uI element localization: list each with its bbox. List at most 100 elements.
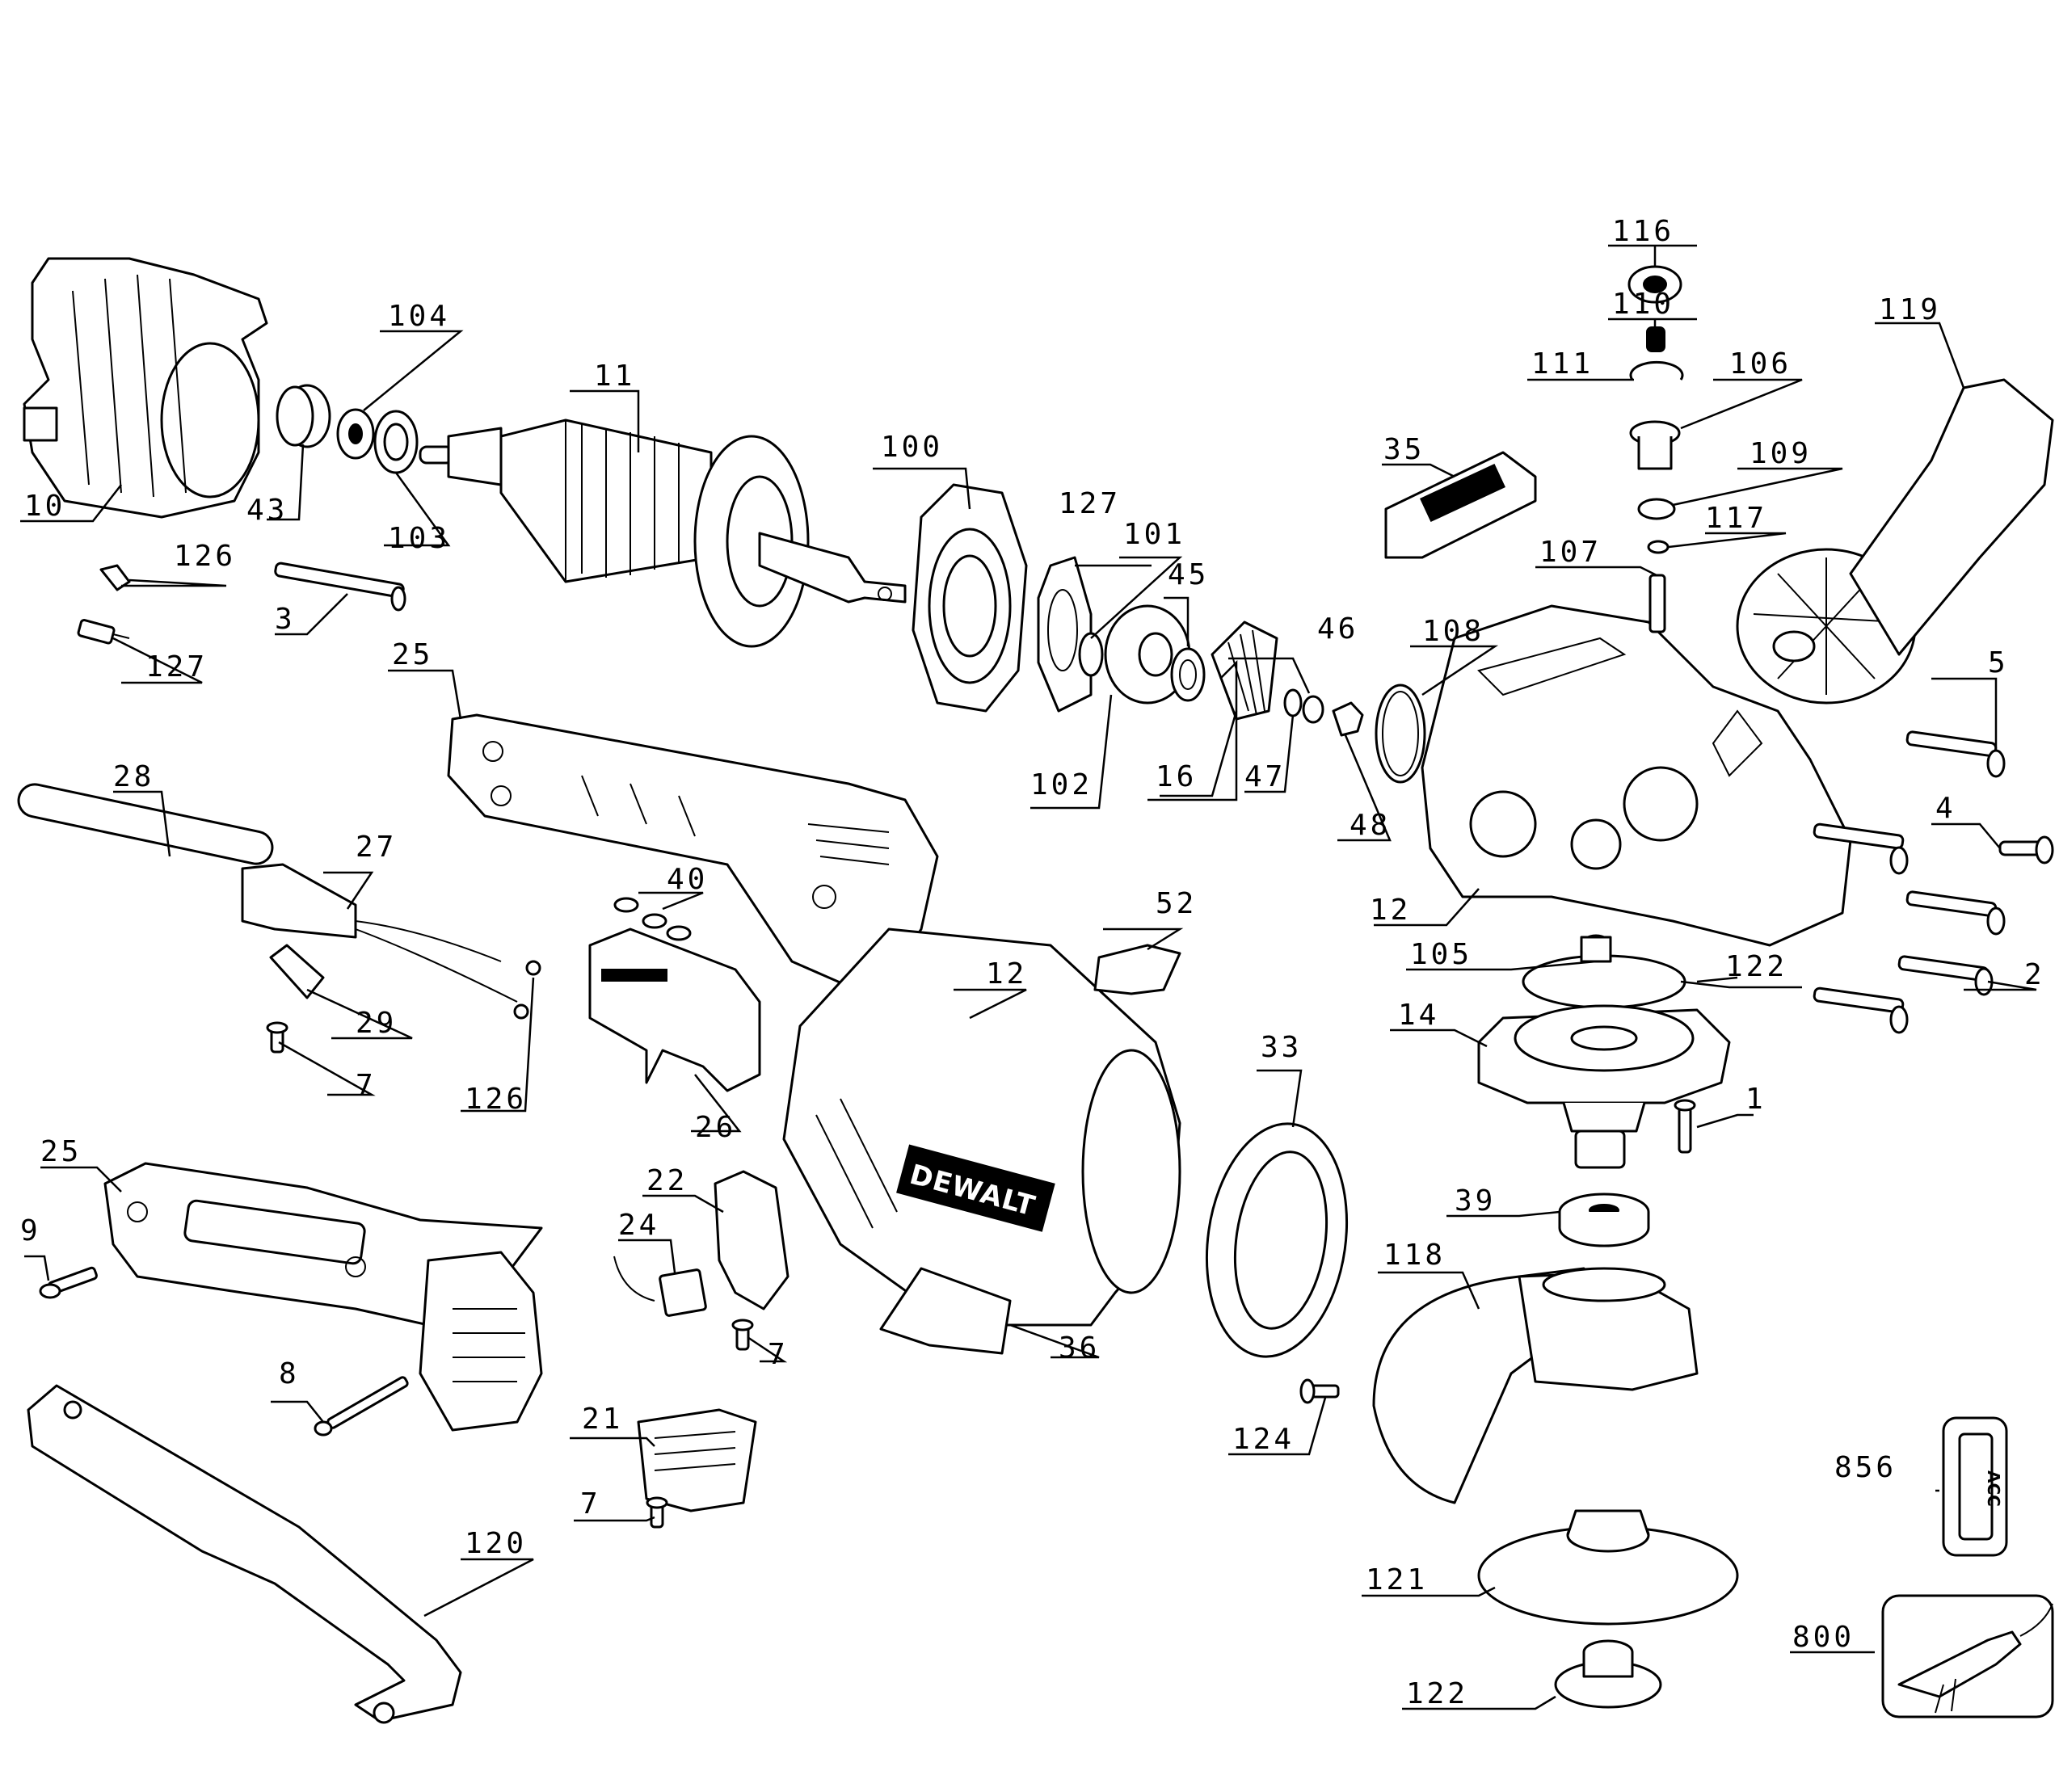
callout-106: 106 xyxy=(1729,347,1792,381)
callout-121: 122 xyxy=(1725,950,1787,983)
part-100-baffle xyxy=(912,483,1028,713)
part-124-connector xyxy=(77,619,130,645)
callout-29: 29 xyxy=(356,1007,397,1040)
callout-33: 33 xyxy=(1261,1031,1302,1064)
callout-105: 105 xyxy=(1410,938,1472,971)
part-screw-right-a xyxy=(1813,822,1909,875)
callout-108: 108 xyxy=(1422,615,1484,648)
part-116-guard xyxy=(1372,1267,1699,1504)
part-118-wrench xyxy=(27,1384,462,1724)
callout-116: 118 xyxy=(1383,1239,1446,1272)
callout-28: 28 xyxy=(113,760,154,793)
part-7-screw-c xyxy=(646,1496,668,1529)
callout-127: 127 xyxy=(1059,487,1121,520)
callout-113: 117 xyxy=(1705,502,1767,535)
part-48-nut xyxy=(1332,701,1364,737)
callout-26: 26 xyxy=(695,1111,736,1144)
part-43-baffle xyxy=(276,384,331,448)
callout-12: 12 xyxy=(986,957,1027,991)
callout-856: 856 xyxy=(1834,1451,1897,1484)
callout-45: 45 xyxy=(1168,558,1209,591)
part-26-switch xyxy=(588,928,761,1092)
part-113-o-ring xyxy=(1647,540,1670,554)
callout-40: 40 xyxy=(667,863,708,896)
part-21-brush-cover xyxy=(637,1408,757,1512)
callout-46: 46 xyxy=(1317,612,1358,646)
part-25-handle-upper xyxy=(447,713,939,991)
part-108-o-ring xyxy=(1375,684,1426,784)
callout-3: 3 xyxy=(275,603,296,636)
part-40-screws xyxy=(613,897,692,941)
callout-36: 36 xyxy=(1059,1331,1100,1365)
part-103-bearing xyxy=(373,410,419,474)
part-8-screw xyxy=(314,1376,409,1437)
callout-9: 9 xyxy=(20,1214,41,1247)
callout-7-c: 7 xyxy=(580,1487,601,1521)
part-123-clamp xyxy=(99,564,131,591)
callout-107: 107 xyxy=(1539,536,1602,569)
callout-120: 122 xyxy=(1406,1677,1468,1710)
part-52-label xyxy=(1093,944,1181,995)
acc-label: ACC xyxy=(1984,1470,2003,1507)
callout-118: 120 xyxy=(465,1527,527,1560)
callout-16: 16 xyxy=(1156,760,1197,793)
callout-43: 43 xyxy=(246,494,288,527)
part-35-nameplate: DEWALT xyxy=(1384,451,1537,559)
part-39-bearing xyxy=(1558,1193,1650,1247)
callout-25-upper: 25 xyxy=(392,638,433,671)
callout-103: 103 xyxy=(388,522,450,555)
part-117-side-handle xyxy=(1736,378,2054,705)
callout-100: 100 xyxy=(881,431,943,464)
part-111-ring xyxy=(1629,360,1684,381)
part-7-screw-a xyxy=(266,1021,288,1054)
callout-7-b: 7 xyxy=(768,1338,789,1371)
part-33-seal xyxy=(1205,1122,1349,1358)
part-27-cord-protector xyxy=(241,863,541,1020)
callout-21: 21 xyxy=(582,1403,623,1436)
part-121-o-ring xyxy=(1522,954,1686,1009)
callout-7-a: 7 xyxy=(356,1069,377,1102)
part-122-pin xyxy=(1299,1378,1340,1404)
part-16-pinion xyxy=(1211,620,1278,721)
leader-lines xyxy=(20,244,2037,1710)
callout-27: 27 xyxy=(356,831,397,864)
callout-123: 126 xyxy=(174,540,236,573)
part-109-o-ring xyxy=(1637,498,1676,520)
part-15-bearing-plate xyxy=(1477,1004,1731,1169)
callout-126: 126 xyxy=(465,1083,527,1116)
callout-111: 111 xyxy=(1531,347,1594,381)
part-107-pin xyxy=(1648,574,1666,633)
part-9-screw xyxy=(39,1266,98,1299)
callout-110: 110 xyxy=(1612,288,1674,321)
callout-47: 47 xyxy=(1244,760,1286,793)
part-120-lock-nut xyxy=(1554,1639,1662,1709)
part-10-field xyxy=(23,257,268,519)
part-106-lock-pin xyxy=(1629,420,1681,470)
part-25-handle-lower xyxy=(103,1162,543,1432)
part-112-lock-button xyxy=(1627,265,1682,304)
callouts: 116 110 111 106 109 117 107 119 35 108 1… xyxy=(20,215,2042,1710)
part-screw-right-b xyxy=(1905,890,2006,936)
part-7-screw-b xyxy=(731,1319,754,1351)
callout-48: 48 xyxy=(1350,809,1391,842)
part-104-bearing xyxy=(336,408,375,460)
part-2-screw xyxy=(1897,955,1994,996)
callout-35: 35 xyxy=(1383,433,1425,466)
callout-11: 11 xyxy=(594,360,635,393)
part-46-washer xyxy=(1302,695,1324,724)
part-1-screw xyxy=(1674,1099,1696,1154)
part-14-gear-case xyxy=(1421,604,1852,947)
part-119-flange xyxy=(1477,1509,1739,1626)
part-3-screw xyxy=(274,562,406,612)
callout-800: 800 xyxy=(1792,1621,1855,1654)
callout-10: 10 xyxy=(24,490,65,523)
part-800-cord xyxy=(1881,1594,2054,1718)
part-105-bearing xyxy=(1580,934,1612,963)
callout-5: 5 xyxy=(1988,646,2009,679)
part-856-label: ACC xyxy=(1942,1416,2008,1557)
callout-22: 22 xyxy=(646,1164,688,1197)
callout-124: 127 xyxy=(145,650,208,684)
part-22-brush-holder xyxy=(714,1170,789,1310)
callout-52: 52 xyxy=(1156,887,1197,920)
callout-39: 39 xyxy=(1455,1184,1496,1218)
